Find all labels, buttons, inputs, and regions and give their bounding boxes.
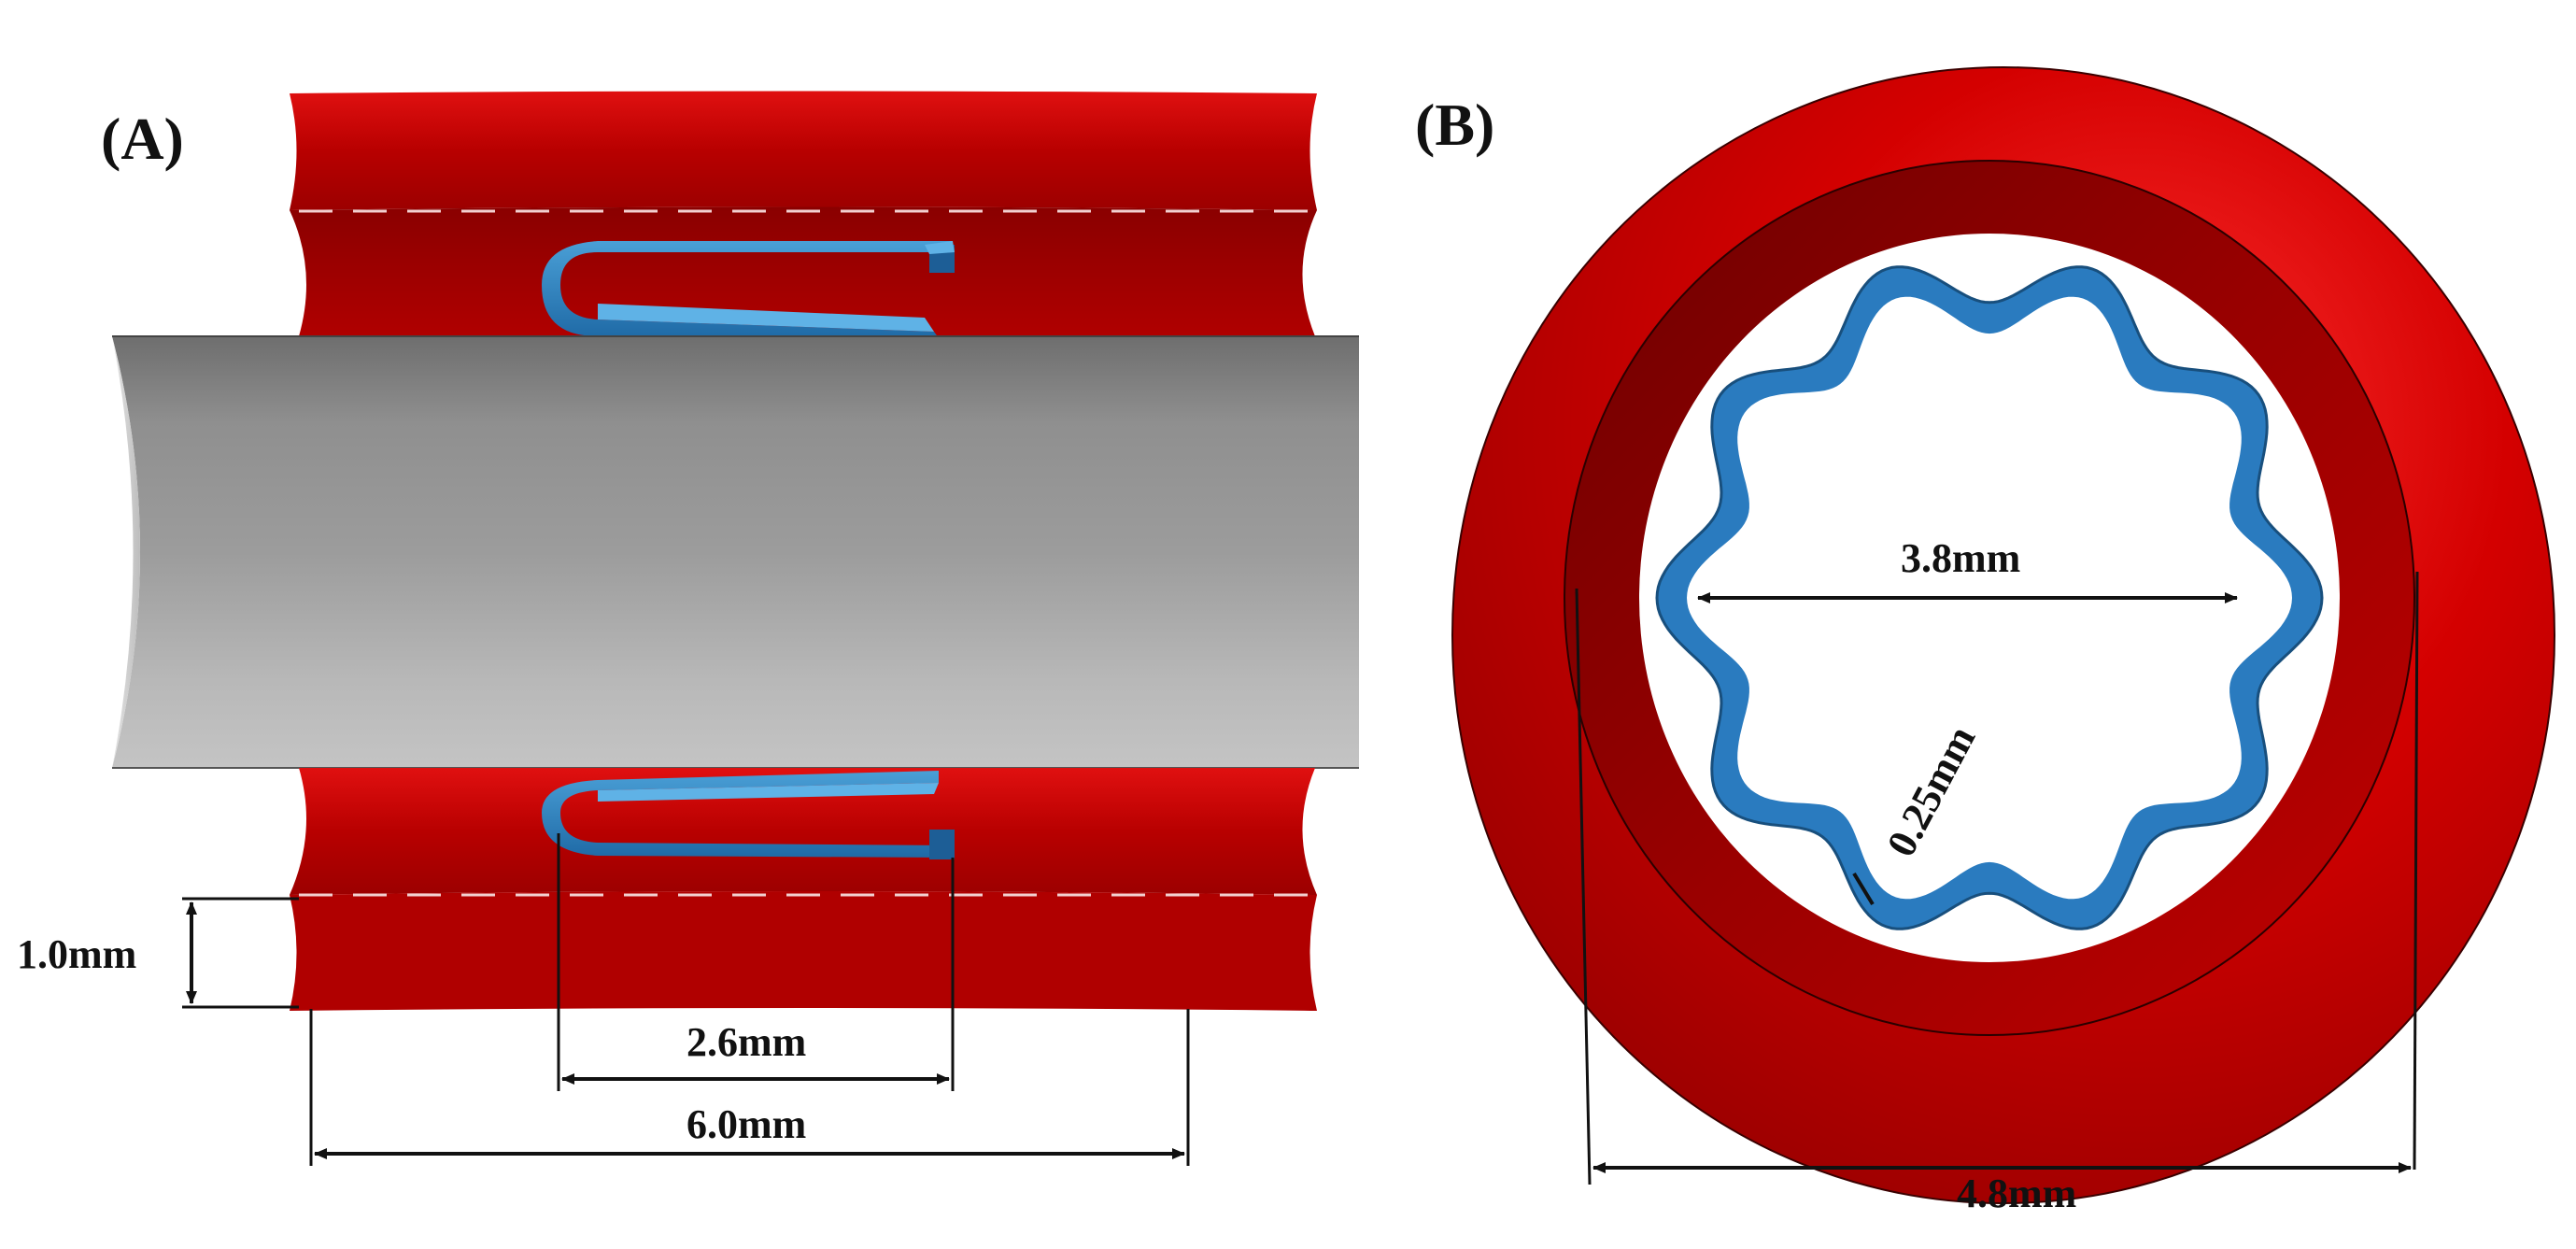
- dim-inner-diameter: 3.8mm: [1697, 535, 2238, 603]
- stent-ring: [1655, 265, 2324, 930]
- outer-diameter-label: 4.8mm: [1957, 1171, 2076, 1216]
- dim-vessel-length: 6.0mm: [309, 1009, 1190, 1166]
- vessel-length-label: 6.0mm: [686, 1101, 806, 1147]
- stent-strut-upper: [542, 241, 955, 338]
- panel-b: (B) 3.8mm 0.25mm 4.8mm: [1415, 66, 2555, 1216]
- dim-outer-diameter: 4.8mm: [1575, 571, 2419, 1216]
- dim-wall-thickness: 1.0mm: [17, 897, 299, 1009]
- balloon-cylinder: [112, 335, 1359, 769]
- inner-diameter-label: 3.8mm: [1901, 535, 2020, 581]
- vessel-wall-upper: [290, 91, 1317, 336]
- stent-strut-lower: [542, 771, 955, 859]
- vessel-wall-lower: [290, 768, 1317, 1011]
- wall-thickness-label: 1.0mm: [17, 931, 136, 977]
- panel-a: (A): [17, 91, 1359, 1166]
- stent-length-label: 2.6mm: [686, 1019, 806, 1065]
- panel-a-label: (A): [101, 106, 184, 172]
- panel-b-label: (B): [1415, 92, 1494, 158]
- dim-stent-length: 2.6mm: [557, 833, 955, 1091]
